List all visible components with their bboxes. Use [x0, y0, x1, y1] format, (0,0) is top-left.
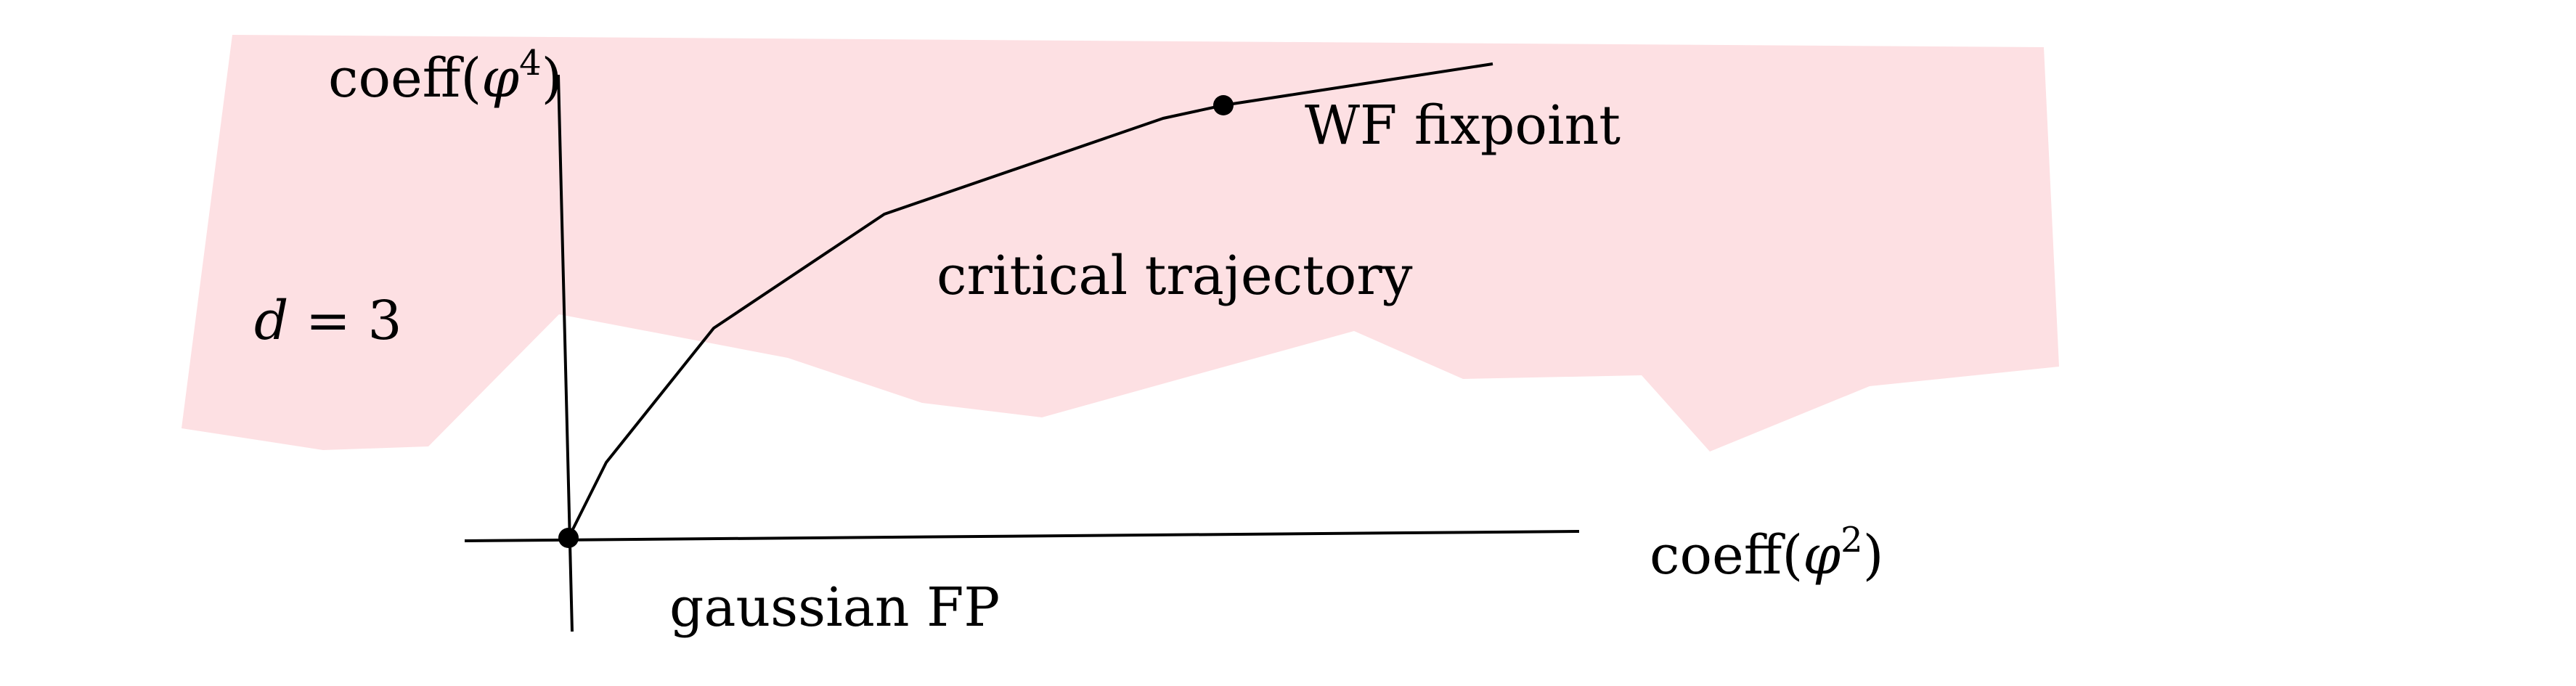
y-axis-label: coeff(φ4) — [328, 43, 562, 110]
critical-region — [182, 35, 2059, 452]
gaussian-fixpoint-dot — [558, 528, 579, 548]
gaussian-fp-label: gaussian FP — [669, 576, 1000, 639]
x-axis-label: coeff(φ2) — [1650, 520, 1883, 587]
wf-fixpoint-dot — [1213, 95, 1234, 115]
wf-fixpoint-label: WF fixpoint — [1305, 94, 1621, 157]
critical-trajectory-label: critical trajectory — [937, 245, 1413, 307]
dimension-label: d = 3 — [254, 290, 402, 352]
x-axis-line — [464, 530, 1580, 542]
